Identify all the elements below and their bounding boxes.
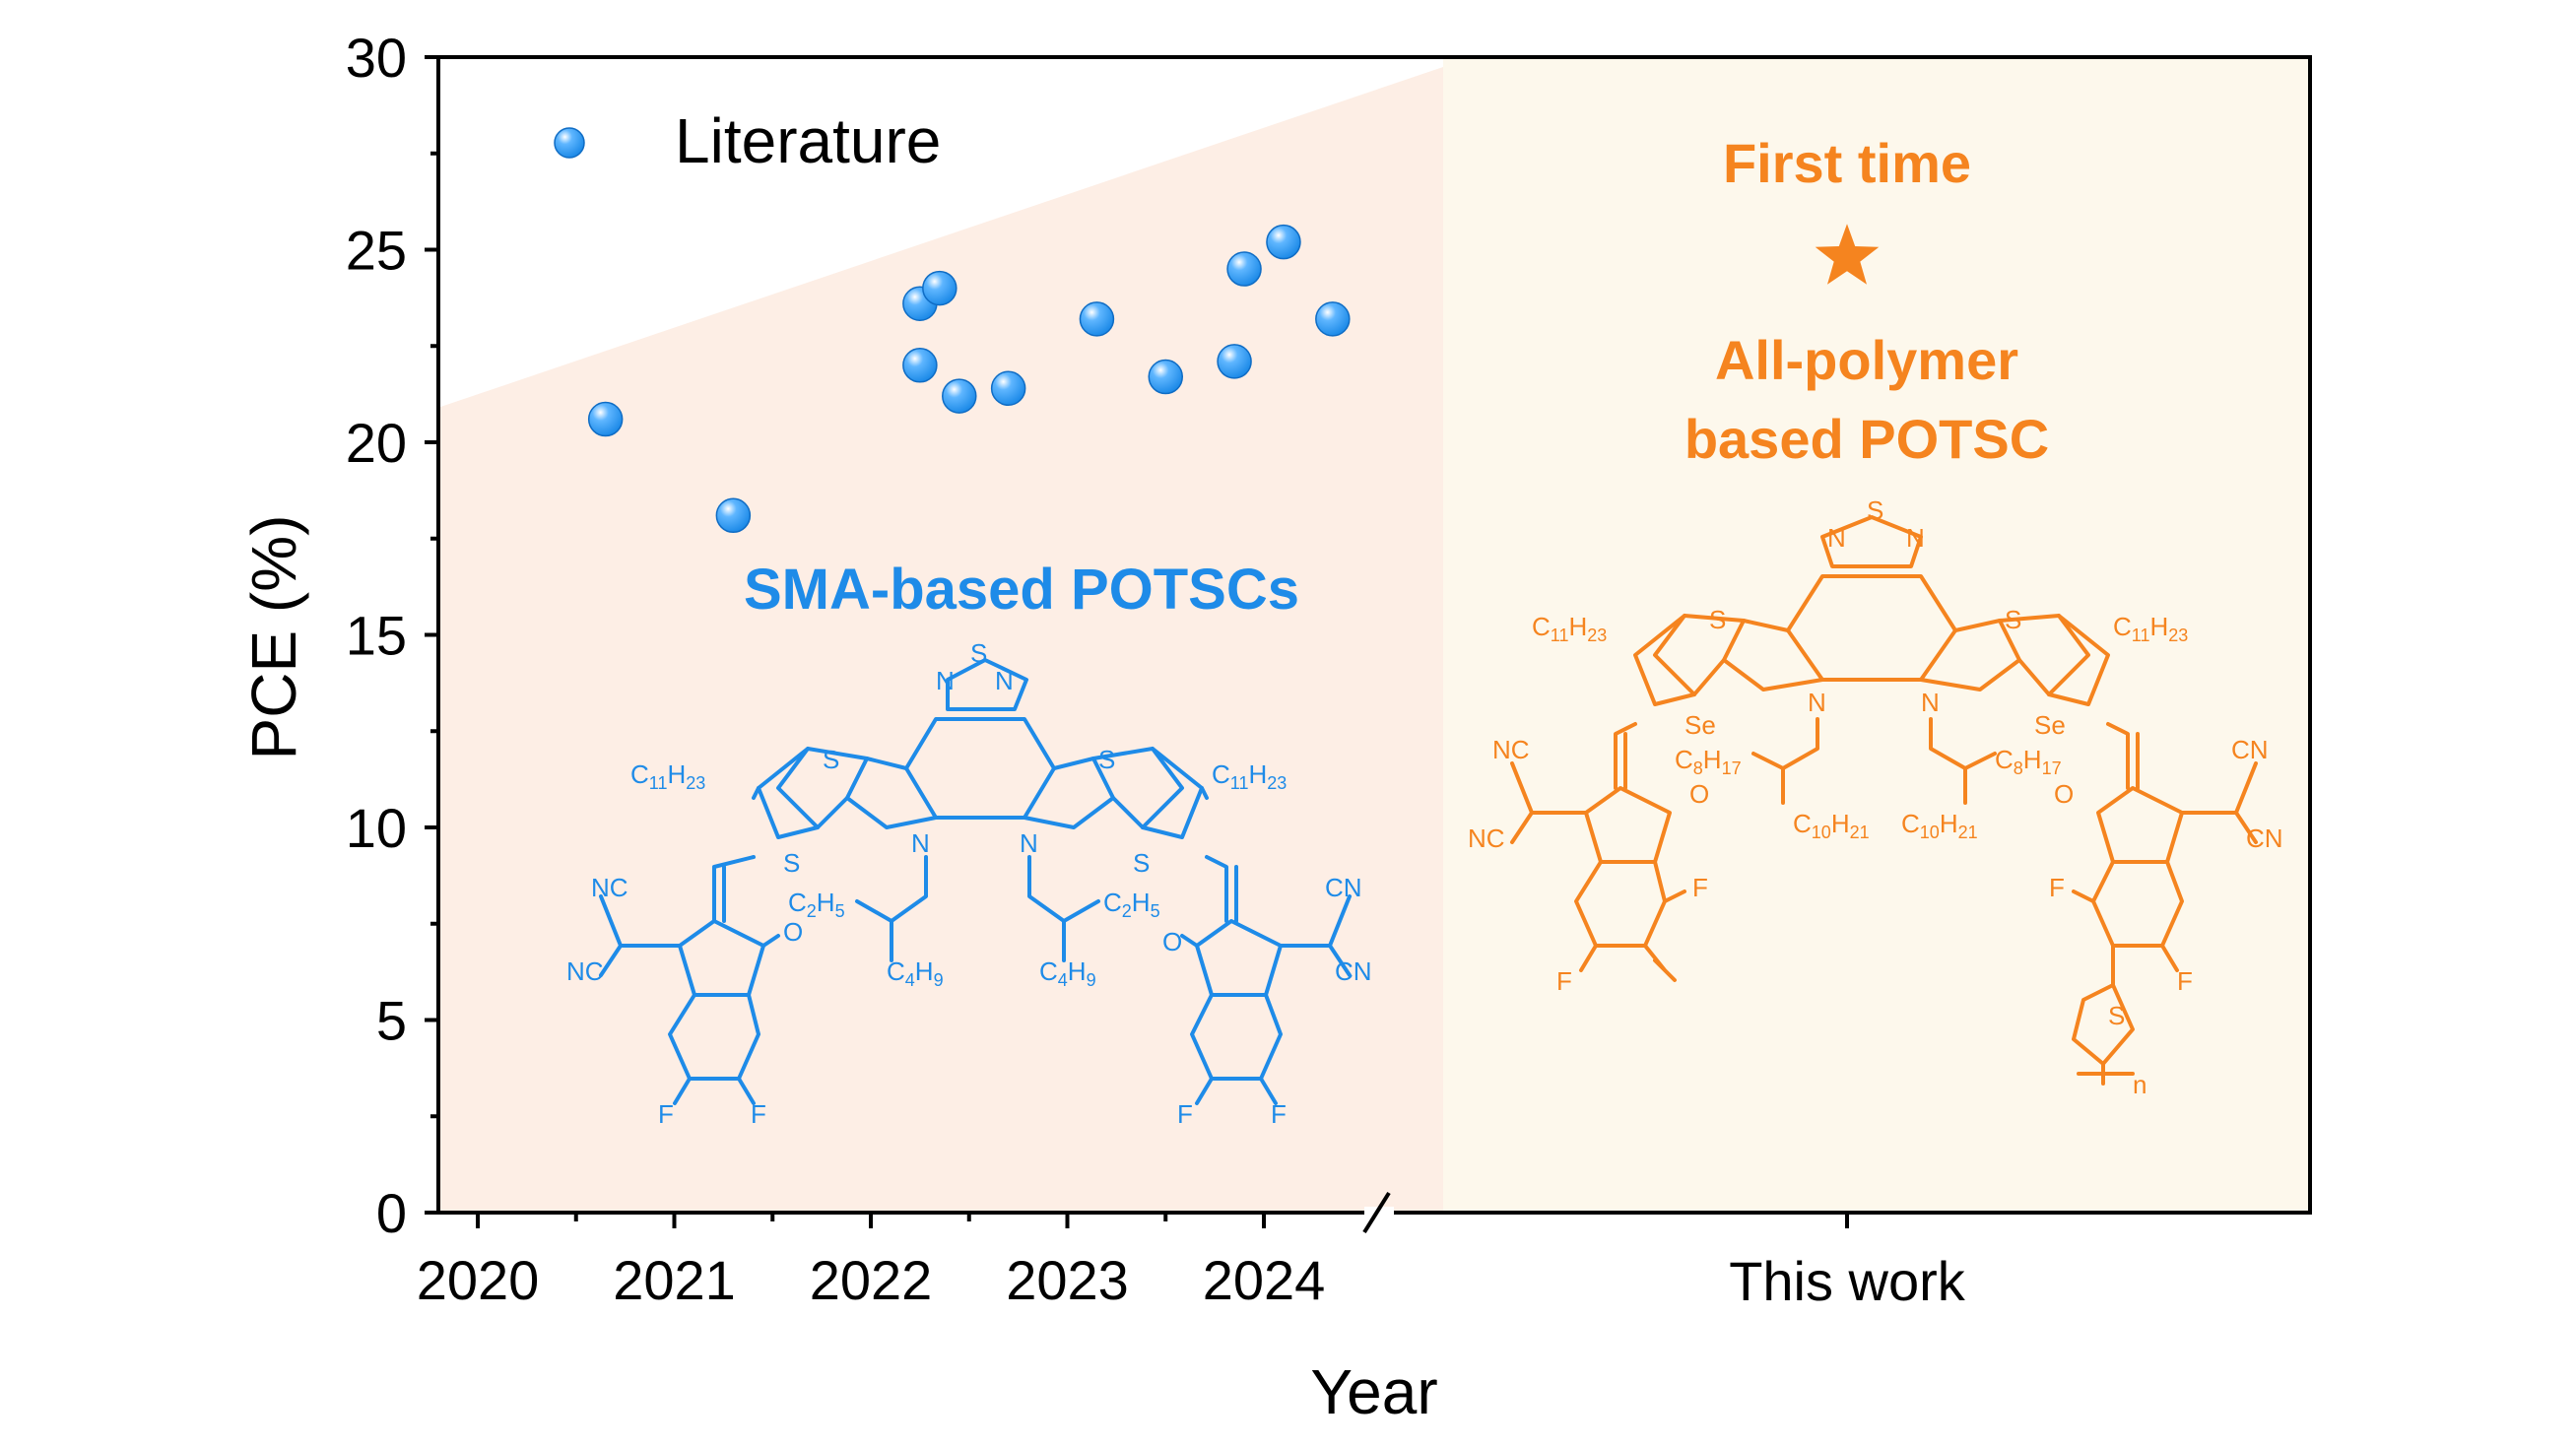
axis-ticks: 0 5 10 15 20 25 30 2020 2021 2022 2023 2024 [346,27,2312,1311]
this-work-subtitle-1: All-polymer [1715,329,2018,391]
svg-text:C11H23: C11H23 [1532,612,1607,645]
literature-point [1266,224,1301,260]
literature-point [1226,251,1262,287]
x-tick-label: 2022 [810,1249,933,1311]
svg-text:O: O [1689,779,1709,809]
svg-text:C11H23: C11H23 [1212,759,1287,793]
svg-text:S: S [1709,605,1726,634]
this-work-tick-label: This work [1729,1250,1966,1312]
svg-text:N: N [911,828,930,858]
svg-text:N: N [936,666,955,695]
literature-point [715,497,752,534]
svg-text:N: N [995,666,1014,695]
svg-text:S: S [970,638,987,668]
x-tick-label: 2021 [613,1249,736,1311]
svg-text:S: S [2005,605,2021,634]
legend-marker [554,127,585,159]
x-axis-label: Year [1310,1356,1437,1427]
svg-text:C4H9: C4H9 [887,956,944,990]
y-tick-label: 30 [346,27,407,89]
svg-text:F: F [2049,873,2065,902]
literature-point [1148,359,1183,395]
svg-text:F: F [658,1099,674,1129]
svg-text:S: S [783,848,800,878]
svg-text:N: N [1906,523,1925,553]
svg-text:CN: CN [2231,735,2269,764]
legend: Literature [554,105,941,176]
axis-break-gap [1364,1207,1394,1218]
svg-text:F: F [1692,873,1708,902]
svg-text:n: n [2133,1070,2147,1099]
svg-text:S: S [1098,745,1115,774]
literature-point [990,370,1026,407]
svg-text:CN: CN [1325,873,1362,902]
svg-text:F: F [1177,1099,1193,1129]
svg-text:CN: CN [2246,823,2283,853]
this-work-subtitle-2: based POTSC [1684,408,2049,470]
svg-text:S: S [823,745,839,774]
svg-text:F: F [1271,1099,1287,1129]
svg-text:C11H23: C11H23 [2113,612,2188,645]
svg-text:F: F [751,1099,766,1129]
svg-text:NC: NC [566,956,604,986]
svg-text:NC: NC [591,873,628,902]
axis-break-mark [1362,1191,1391,1234]
literature-point [902,348,938,383]
literature-point [1315,301,1351,337]
svg-text:S: S [2108,1001,2125,1030]
left-region-bg [438,67,1443,1213]
svg-text:O: O [1162,927,1182,956]
svg-text:NC: NC [1468,823,1505,853]
svg-text:F: F [1556,966,1572,996]
svg-text:CN: CN [1335,956,1372,986]
x-tick-label: 2020 [417,1249,540,1311]
plot-background [438,57,2310,1213]
right-region-bg [1443,57,2310,1213]
sma-label: SMA-based POTSCs [744,558,1299,622]
literature-point [587,401,624,437]
x-tick-label: 2023 [1006,1249,1129,1311]
svg-text:Se: Se [2034,710,2066,740]
literature-point [942,378,977,414]
svg-text:O: O [783,917,803,947]
svg-text:N: N [1808,688,1826,717]
svg-text:S: S [1133,848,1150,878]
legend-label: Literature [675,105,941,176]
y-tick-label: 10 [346,797,407,859]
y-tick-label: 20 [346,412,407,474]
this-work-title: First time [1723,132,1971,194]
svg-text:F: F [2177,966,2193,996]
data-points [587,224,1880,534]
y-tick-label: 25 [346,220,407,282]
svg-text:NC: NC [1492,735,1530,764]
svg-text:C10H21: C10H21 [1793,809,1870,842]
polymer-molecule-icon: S N N S S Se Se C11H23 C11H23 N N C8H17 … [1468,495,2283,1099]
svg-text:N: N [1921,688,1940,717]
svg-text:C2H5: C2H5 [1103,888,1160,921]
svg-text:S: S [1867,495,1883,525]
svg-text:Se: Se [1684,710,1716,740]
y-axis-label: PCE (%) [238,515,309,760]
literature-point [1079,301,1115,337]
y-tick-label: 0 [376,1182,407,1244]
y-tick-label: 5 [376,990,407,1052]
literature-point [922,270,958,306]
literature-point [1217,344,1252,379]
svg-text:N: N [1020,828,1038,858]
svg-text:N: N [1827,523,1846,553]
y-tick-label: 15 [346,605,407,667]
this-work-star-icon [1815,224,1880,285]
svg-text:O: O [2054,779,2074,809]
x-tick-label: 2024 [1203,1249,1326,1311]
sma-molecule-icon: S N N S S S S C11H23 C11H23 N N C2H5 C2H… [566,638,1372,1129]
